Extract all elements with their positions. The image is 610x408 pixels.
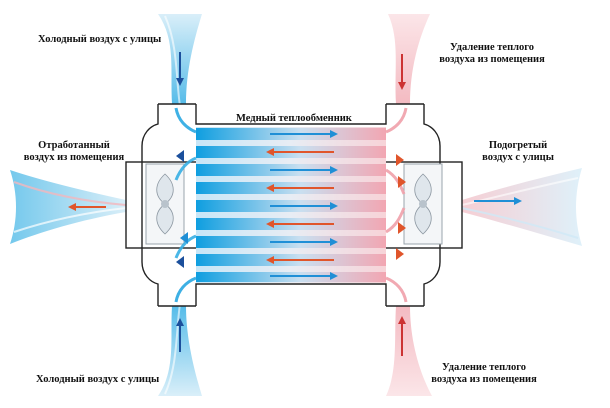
label-heated-air-line2: воздух с улицы (482, 152, 554, 163)
fan-icon (403, 163, 443, 245)
label-heated-air: Подогретый воздух с улицы (468, 140, 568, 164)
label-copper-exchanger: Медный теплообменник (236, 113, 352, 124)
label-warm-removal-top: Удаление теплого воздуха из помещения (432, 42, 552, 66)
cold-flow-arrows (270, 130, 338, 280)
label-warm-removal-bottom: Удаление теплого воздуха из помещения (424, 362, 544, 386)
label-warm-removal-bottom-line1: Удаление теплого (441, 362, 527, 373)
label-exhaust-air-line1: Отработанный (38, 140, 110, 151)
label-cold-air-top: Холодный воздух с улицы (38, 34, 162, 45)
label-warm-removal-bottom-line2: воздуха из помещения (431, 374, 537, 385)
label-exhaust-air: Отработанный воздух из помещения (18, 140, 130, 164)
heated-air-stream (461, 168, 582, 246)
exhaust-air-stream (10, 170, 127, 244)
label-warm-removal-top-line1: Удаление теплого (449, 42, 535, 53)
label-heated-air-line1: Подогретый (488, 140, 548, 151)
label-cold-air-bottom: Холодный воздух с улицы (36, 374, 160, 385)
flow-chevrons (176, 150, 406, 268)
warm-removal-stream-bottom (386, 306, 432, 396)
label-warm-removal-top-line2: воздуха из помещения (439, 54, 545, 65)
label-exhaust-air-line2: воздух из помещения (23, 152, 125, 163)
warm-removal-stream-top (388, 14, 430, 104)
manifold-flow-curves (174, 107, 408, 303)
fan-icon (145, 163, 185, 245)
warm-flow-arrows (266, 148, 334, 264)
arrows-external (68, 52, 522, 356)
